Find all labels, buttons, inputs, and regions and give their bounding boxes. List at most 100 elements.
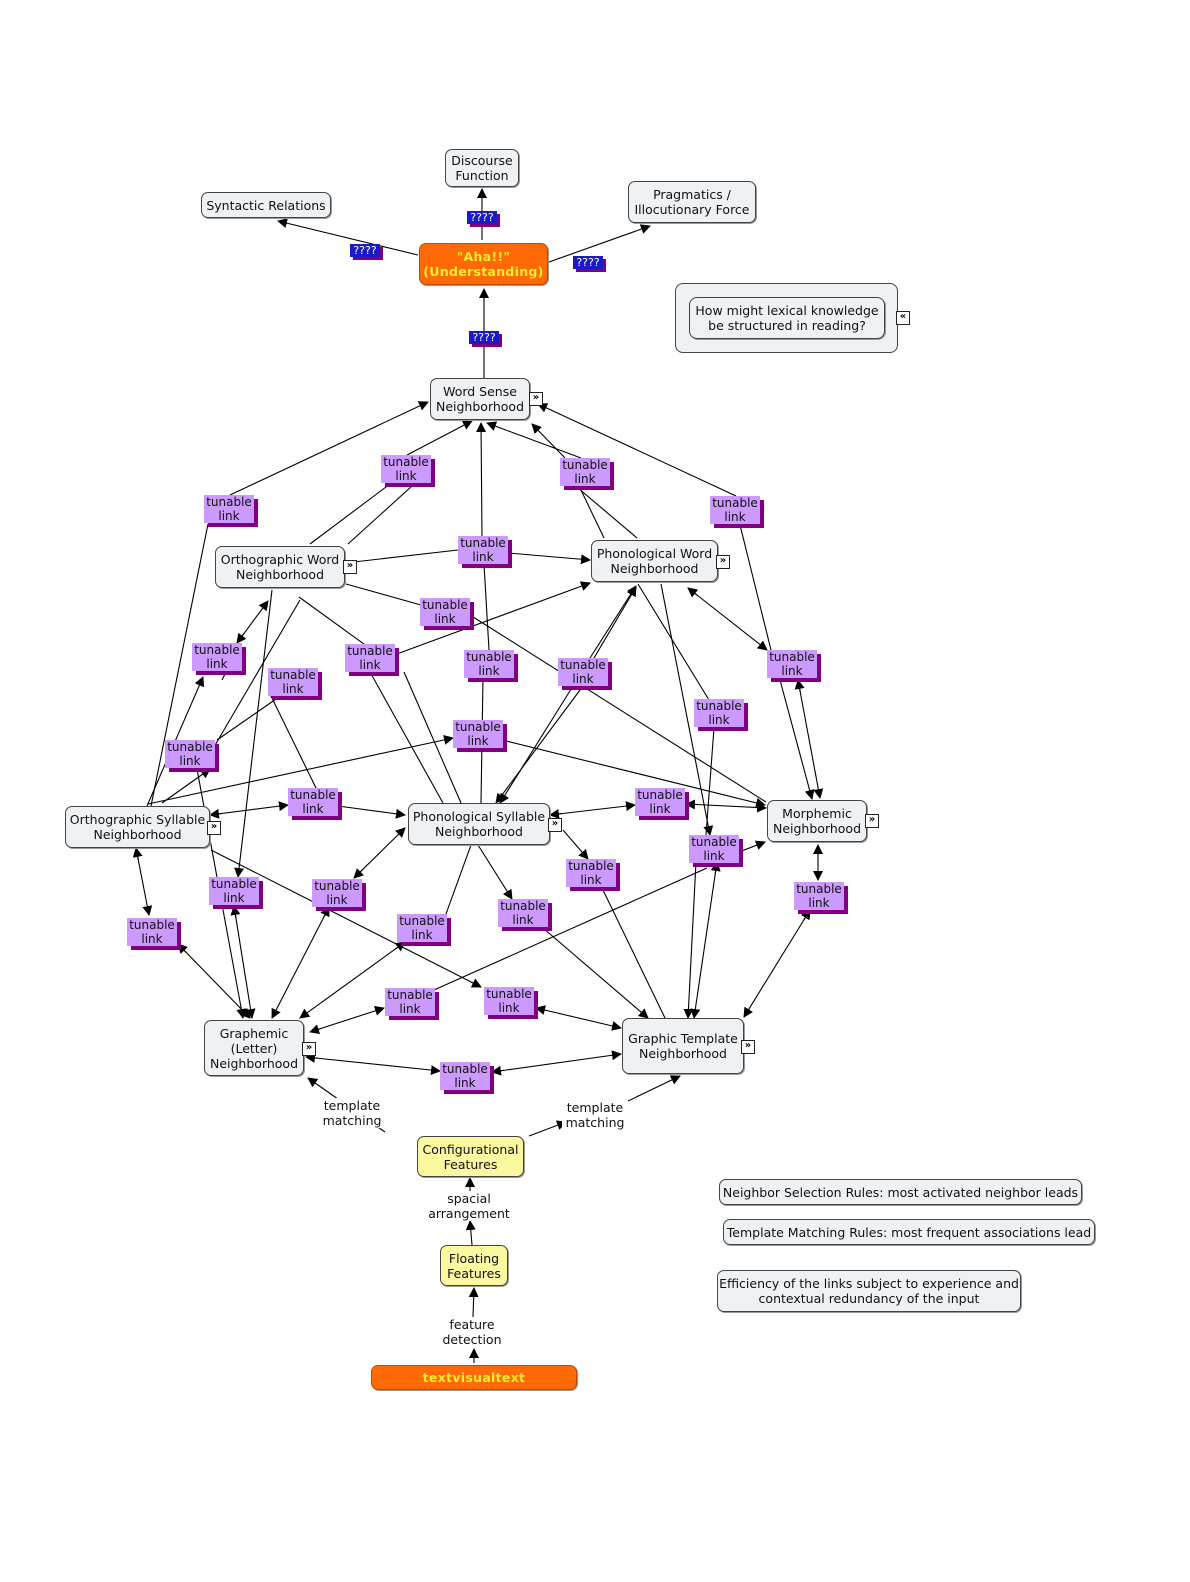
spacial-arrangement-label[interactable]: spacial arrangement xyxy=(428,1191,510,1221)
feature-detection-label[interactable]: feature detection xyxy=(440,1317,504,1347)
connection-line xyxy=(507,552,591,565)
syntactic-relations-node[interactable]: Syntactic Relations xyxy=(201,192,331,218)
unknown-link-label[interactable]: ???? xyxy=(350,244,380,257)
tunable-link-label[interactable]: tunable link xyxy=(558,658,608,686)
orthographic-word-neighborhood-node[interactable]: Orthographic Word Neighborhood xyxy=(215,546,345,588)
tunable-link-label[interactable]: tunable link xyxy=(127,918,177,946)
connection-line xyxy=(593,586,637,659)
connection-line xyxy=(234,589,273,878)
connection-line xyxy=(505,740,766,808)
tunable-link-label[interactable]: tunable link xyxy=(288,788,338,816)
unknown-link-label[interactable]: ???? xyxy=(467,211,497,224)
template-matching-rules-node[interactable]: Template Matching Rules: most frequent a… xyxy=(723,1219,1095,1245)
connection-line xyxy=(210,849,482,988)
connection-line xyxy=(177,943,251,1019)
word-sense-neighborhood-node[interactable]: Word Sense Neighborhood xyxy=(430,378,530,420)
connection-line xyxy=(542,927,649,1019)
connection-line xyxy=(236,600,269,644)
tunable-link-label[interactable]: tunable link xyxy=(710,496,760,524)
template-matching-label[interactable]: template matching xyxy=(319,1098,385,1128)
tunable-link-label[interactable]: tunable link xyxy=(268,668,318,696)
tunable-link-label[interactable]: tunable link xyxy=(694,699,744,727)
orthographic-syllable-neighborhood-node[interactable]: Orthographic Syllable Neighborhood xyxy=(65,806,210,848)
lexical-question-node[interactable]: How might lexical knowledge be structure… xyxy=(689,297,885,339)
discourse-function-node[interactable]: Discourse Function xyxy=(445,149,519,187)
tunable-link-label[interactable]: tunable link xyxy=(458,536,508,564)
tunable-link-label[interactable]: tunable link xyxy=(165,740,215,768)
tunable-link-label[interactable]: tunable link xyxy=(484,987,534,1015)
connection-line xyxy=(743,909,811,1018)
connection-line xyxy=(548,224,651,263)
connection-line xyxy=(537,403,737,497)
tunable-link-label[interactable]: tunable link xyxy=(689,835,739,863)
tunable-link-label[interactable]: tunable link xyxy=(420,598,470,626)
connection-line xyxy=(135,847,153,916)
textvisualtext-node[interactable]: textvisualtext xyxy=(371,1365,577,1390)
connection-line xyxy=(403,671,462,804)
double-chevron-right-icon[interactable]: » xyxy=(716,555,730,569)
connection-line xyxy=(660,583,714,836)
connection-line xyxy=(469,614,767,803)
tunable-link-label[interactable]: tunable link xyxy=(440,1062,490,1090)
tunable-link-label[interactable]: tunable link xyxy=(560,458,610,486)
double-chevron-right-icon[interactable]: » xyxy=(548,818,562,832)
connection-line xyxy=(209,801,289,816)
double-chevron-right-icon[interactable]: » xyxy=(865,814,879,828)
neighbor-selection-rules-node[interactable]: Neighbor Selection Rules: most activated… xyxy=(719,1179,1082,1205)
connection-line xyxy=(393,581,591,656)
unknown-link-label[interactable]: ???? xyxy=(469,331,499,344)
connection-line xyxy=(477,844,513,900)
phonological-syllable-neighborhood-node[interactable]: Phonological Syllable Neighborhood xyxy=(408,803,550,845)
morphemic-neighborhood-node[interactable]: Morphemic Neighborhood xyxy=(767,800,867,842)
connection-line xyxy=(213,599,301,748)
tunable-link-label[interactable]: tunable link xyxy=(453,720,503,748)
connection-line xyxy=(690,861,718,1019)
connection-line xyxy=(797,679,824,799)
connection-line xyxy=(535,1007,622,1031)
double-chevron-left-icon[interactable]: « xyxy=(896,311,910,325)
connection-line xyxy=(233,905,256,1019)
tunable-link-label[interactable]: tunable link xyxy=(397,914,447,942)
tunable-link-label[interactable]: tunable link xyxy=(767,650,817,678)
connection-line xyxy=(476,422,487,537)
double-chevron-right-icon[interactable]: » xyxy=(741,1040,755,1054)
tunable-link-label[interactable]: tunable link xyxy=(566,859,616,887)
unknown-link-label[interactable]: ???? xyxy=(573,256,603,269)
tunable-link-label[interactable]: tunable link xyxy=(209,877,259,905)
connection-line xyxy=(269,693,317,789)
connection-line xyxy=(216,696,280,741)
tunable-link-label[interactable]: tunable link xyxy=(794,882,844,910)
template-matching-label[interactable]: template matching xyxy=(562,1100,628,1130)
double-chevron-right-icon[interactable]: » xyxy=(207,821,221,835)
connection-line xyxy=(687,587,768,651)
connection-line xyxy=(705,727,715,836)
connection-line xyxy=(161,768,211,804)
double-chevron-right-icon[interactable]: » xyxy=(302,1042,316,1056)
tunable-link-label[interactable]: tunable link xyxy=(312,879,362,907)
connection-line xyxy=(271,906,330,1019)
double-chevron-right-icon[interactable]: » xyxy=(529,392,543,406)
tunable-link-label[interactable]: tunable link xyxy=(635,788,685,816)
phonological-word-neighborhood-node[interactable]: Phonological Word Neighborhood xyxy=(591,540,718,582)
tunable-link-label[interactable]: tunable link xyxy=(464,650,514,678)
tunable-link-label[interactable]: tunable link xyxy=(192,643,242,671)
connection-line xyxy=(468,1287,479,1318)
tunable-link-label[interactable]: tunable link xyxy=(345,644,395,672)
configurational-features-node[interactable]: Configurational Features xyxy=(417,1136,524,1177)
graphemic-letter-neighborhood-node[interactable]: Graphemic (Letter) Neighborhood xyxy=(204,1020,304,1076)
tunable-link-label[interactable]: tunable link xyxy=(385,988,435,1016)
connection-line xyxy=(562,829,589,860)
graphic-template-neighborhood-node[interactable]: Graphic Template Neighborhood xyxy=(622,1018,744,1074)
double-chevron-right-icon[interactable]: » xyxy=(343,560,357,574)
connection-line xyxy=(683,861,697,1019)
floating-features-node[interactable]: Floating Features xyxy=(440,1245,508,1286)
connection-line xyxy=(589,585,637,659)
aha-understanding-node[interactable]: "Aha!!" (Understanding) xyxy=(419,243,548,285)
link-efficiency-note-node[interactable]: Efficiency of the links subject to exper… xyxy=(717,1270,1021,1312)
tunable-link-label[interactable]: tunable link xyxy=(381,455,431,483)
tunable-link-label[interactable]: tunable link xyxy=(204,495,254,523)
connection-line xyxy=(345,583,422,606)
connection-line xyxy=(337,805,406,819)
pragmatics-node[interactable]: Pragmatics / Illocutionary Force xyxy=(628,181,756,223)
tunable-link-label[interactable]: tunable link xyxy=(498,899,548,927)
